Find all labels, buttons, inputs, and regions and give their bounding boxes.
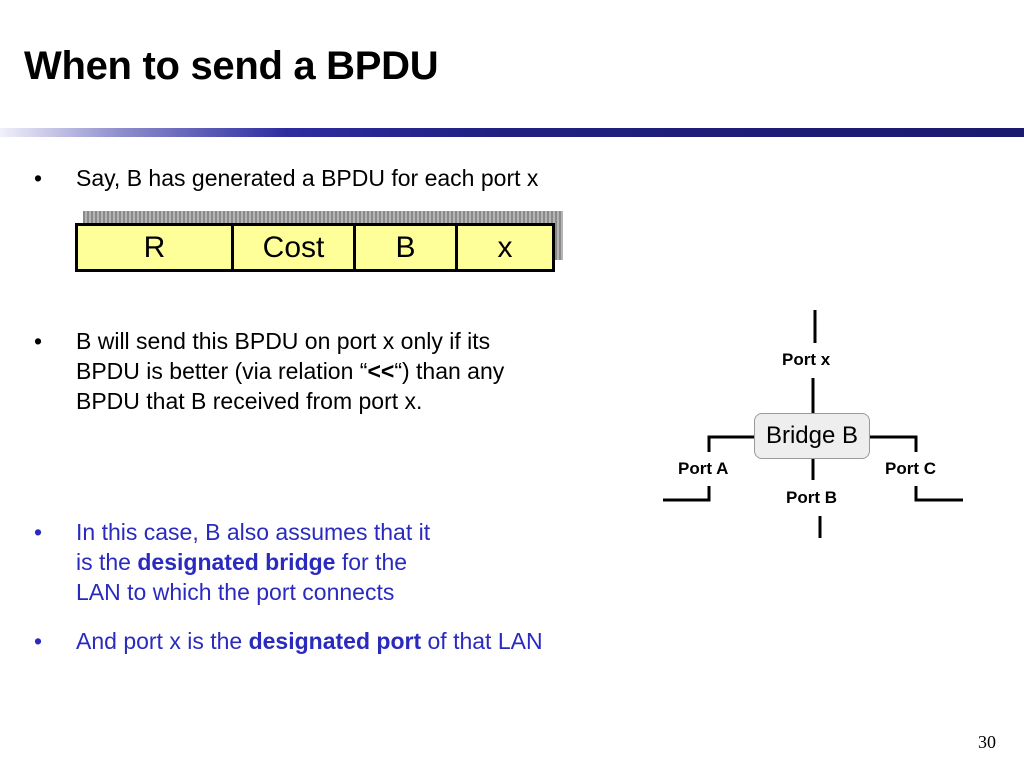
bullet-send-condition: • B will send this BPDU on port x only i… (30, 326, 630, 416)
slide-title: When to send a BPDU (24, 44, 439, 88)
port-x-label: Port x (782, 350, 831, 369)
bullet-line: In this case, B also assumes that it (76, 519, 431, 545)
bullet-designated-bridge: • In this case, B also assumes that it i… (30, 517, 570, 607)
port-a-lan-segment (663, 486, 711, 502)
bullet-line: for the (335, 549, 408, 575)
bullet-line: BPDU is better (via relation “ (76, 358, 368, 384)
bpdu-field-root: R (143, 230, 166, 264)
port-c-lan-segment (914, 486, 963, 502)
bullet-generated-bpdu: • Say, B has generated a BPDU for each p… (30, 163, 538, 193)
bridge-b-box: Bridge B (754, 413, 870, 459)
bpdu-field-cost: Cost (231, 226, 353, 269)
port-a-label: Port A (678, 459, 729, 478)
bullet-text: In this case, B also assumes that it is … (76, 517, 430, 607)
port-a-link (707, 435, 754, 452)
bullet-dot: • (34, 628, 43, 654)
page-number: 30 (978, 732, 996, 752)
bullet-text: Say, B has generated a BPDU for each por… (76, 165, 539, 191)
bullet-designated-port: • And port x is the designated port of t… (30, 626, 543, 656)
port-c-label: Port C (885, 459, 936, 478)
term-designated-port: designated port (248, 628, 422, 654)
bullet-text: And port x is the designated port of tha… (76, 626, 543, 656)
port-b-label: Port B (786, 488, 837, 507)
bpdu-field-port: x (455, 226, 552, 269)
bullet-dot: • (34, 328, 43, 354)
bullet-dot: • (34, 519, 43, 545)
bullet-line: is the (76, 549, 138, 575)
bullet-line: “) than any (394, 358, 505, 384)
bullet-line: LAN to which the port connects (76, 579, 395, 605)
bullet-line: And port x is the (76, 628, 249, 654)
bpdu-fields: R Cost B x (75, 223, 555, 272)
bullet-line: BPDU that B received from port x. (76, 388, 423, 414)
bpdu-field-bridge: B (353, 226, 455, 269)
bpdu-frame: R Cost B x (75, 211, 563, 272)
term-designated-bridge: designated bridge (137, 549, 336, 575)
bullet-dot: • (34, 165, 43, 191)
bullet-line: of that LAN (421, 628, 543, 654)
port-c-link (870, 435, 918, 452)
bullet-line: B will send this BPDU on port x only if … (76, 328, 491, 354)
relation-symbol: << (367, 358, 395, 384)
bullet-text: B will send this BPDU on port x only if … (76, 326, 504, 416)
title-underline (0, 128, 1024, 137)
